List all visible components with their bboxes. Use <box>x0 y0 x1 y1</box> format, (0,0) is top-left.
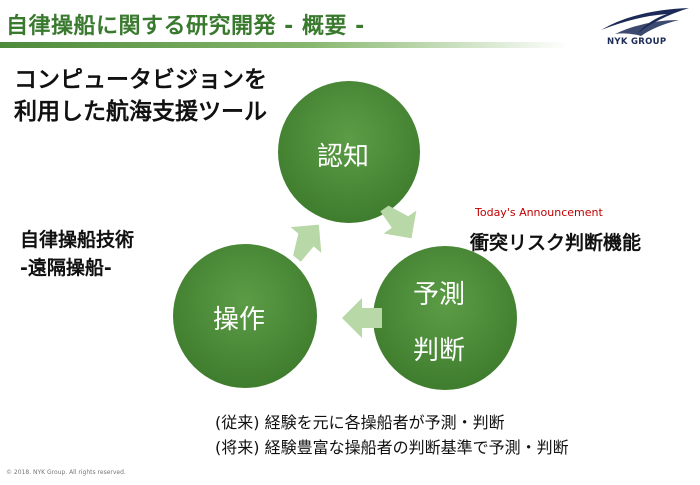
title-underline <box>0 42 568 48</box>
nyk-logo-icon <box>601 8 689 36</box>
note-past: (従来) 経験を元に各操船者が予測・判断 <box>215 413 505 432</box>
subtitle-line-1: コンピュータビジョンを <box>14 67 267 93</box>
judgment-label: 判断 <box>413 336 466 366</box>
page-title: 自律操船に関する研究開発 - 概要 - <box>6 14 365 39</box>
collision-risk-feature: 衝突リスク判断機能 <box>470 232 642 254</box>
tech-line-1: 自律操船技術 <box>20 229 135 251</box>
arrow-recognition-to-prediction-icon <box>380 205 417 239</box>
logo-text: NYK GROUP <box>607 37 667 47</box>
prediction-label: 予測 <box>413 280 466 310</box>
subtitle: コンピュータビジョンを 利用した航海支援ツール <box>14 64 267 128</box>
subtitle-line-2: 利用した航海支援ツール <box>14 99 267 125</box>
copyright: © 2018. NYK Group. All rights reserved. <box>6 469 126 476</box>
recognition-circle <box>278 81 420 223</box>
announcement-label: Today's Announcement <box>475 206 603 219</box>
autonomous-tech: 自律操船技術 -遠隔操船- <box>20 226 134 282</box>
note-future: (将来) 経験豊富な操船者の判断基準で予測・判断 <box>215 438 569 457</box>
arrow-prediction-to-operation-icon <box>342 298 382 338</box>
prediction-circle <box>373 246 517 390</box>
tech-line-2: -遠隔操船- <box>20 257 112 279</box>
operation-circle <box>173 244 317 388</box>
notes: (従来) 経験を元に各操船者が予測・判断 (将来) 経験豊富な操船者の判断基準で… <box>215 410 569 460</box>
arrow-operation-to-recognition-icon <box>290 224 322 262</box>
recognition-label: 認知 <box>317 142 370 172</box>
operation-label: 操作 <box>213 305 266 335</box>
